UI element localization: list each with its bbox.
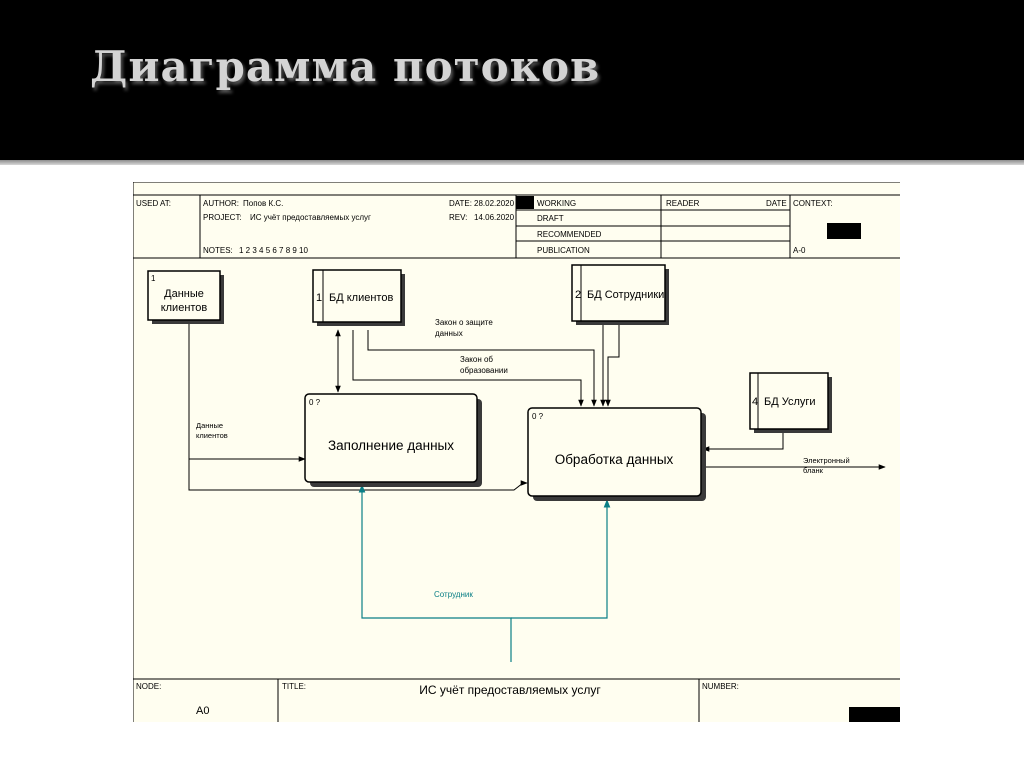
project-label: PROJECT: — [203, 213, 242, 222]
flow-label-law-education-line1: Закон об — [460, 355, 493, 364]
footer-title-value: ИС учёт предоставляемых услуг — [419, 683, 601, 697]
external-entity-id: 1 — [151, 274, 156, 283]
external-entity-client-data[interactable]: 1 Данные клиентов — [147, 270, 224, 324]
status-draft: DRAFT — [537, 214, 564, 223]
data-flow-diagram: USED AT: AUTHOR: Попов К.С. PROJECT: ИС … — [133, 182, 900, 722]
process-label: Заполнение данных — [328, 438, 454, 453]
used-at-label: USED AT: — [136, 199, 171, 208]
rev-value: 14.06.2020 — [474, 213, 515, 222]
data-store-services[interactable]: 4 БД Услуги — [749, 372, 832, 433]
slide-header — [0, 0, 1024, 160]
footer-block: NODE: A0 TITLE: ИС учёт предоставляемых … — [133, 678, 900, 722]
notes-value: 1 2 3 4 5 6 7 8 9 10 — [239, 246, 308, 255]
data-store-employees[interactable]: 2 БД Сотрудники — [571, 264, 669, 325]
data-store-clients[interactable]: 1 БД клиентов — [312, 269, 405, 326]
flow-label-client-data-line1: Данные — [196, 421, 223, 430]
number-label: NUMBER: — [702, 682, 739, 691]
process-id: 0 ? — [532, 412, 544, 421]
data-store-label: БД клиентов — [329, 292, 393, 304]
status-working: WORKING — [537, 199, 576, 208]
status-publication: PUBLICATION — [537, 246, 590, 255]
author-label: AUTHOR: — [203, 199, 239, 208]
flow-label-output-line2: бланк — [803, 466, 824, 475]
process-data-processing[interactable]: 0 ? Обработка данных — [527, 407, 706, 501]
footer-title-label: TITLE: — [282, 682, 306, 691]
date-value: 28.02.2020 — [474, 199, 515, 208]
flow-label-law-protection-line1: Закон о защите — [435, 318, 493, 327]
flow-label-law-protection-line2: данных — [435, 329, 463, 338]
project-value: ИС учёт предоставляемых услуг — [250, 213, 371, 222]
reader-label: READER — [666, 199, 700, 208]
reader-date-label: DATE — [766, 199, 787, 208]
node-value: A0 — [196, 705, 209, 717]
context-label: CONTEXT: — [793, 199, 833, 208]
flow-label-output-line1: Электронный — [803, 456, 850, 465]
data-store-label: БД Услуги — [764, 396, 816, 408]
data-store-id: 2 — [575, 289, 581, 301]
process-data-entry[interactable]: 0 ? Заполнение данных — [304, 393, 482, 487]
external-entity-label-line1: Данные — [164, 288, 204, 300]
context-node: A-0 — [793, 246, 806, 255]
flow-label-law-education-line2: образовании — [460, 366, 508, 375]
data-store-label: БД Сотрудники — [587, 289, 664, 301]
data-store-id: 1 — [316, 292, 322, 304]
author-value: Попов К.С. — [243, 199, 283, 208]
flow-labels: Закон о защите данных Закон об образован… — [196, 318, 850, 599]
idef-diagram-frame: USED AT: AUTHOR: Попов К.С. PROJECT: ИС … — [133, 182, 900, 722]
header-divider — [0, 160, 1024, 165]
rev-label: REV: — [449, 213, 467, 222]
flow-label-employee: Сотрудник — [434, 590, 473, 599]
status-recommended: RECOMMENDED — [537, 230, 602, 239]
node-label: NODE: — [136, 682, 161, 691]
external-entity-label-line2: клиентов — [161, 302, 208, 314]
flow-label-client-data-line2: клиентов — [196, 431, 228, 440]
date-label: DATE: — [449, 199, 472, 208]
flow-lines — [188, 322, 886, 662]
header-block: USED AT: AUTHOR: Попов К.С. PROJECT: ИС … — [133, 182, 900, 722]
process-label: Обработка данных — [555, 452, 674, 467]
slide-title: Диаграмма потоков — [90, 42, 601, 91]
process-id: 0 ? — [309, 398, 321, 407]
notes-label: NOTES: — [203, 246, 233, 255]
data-store-id: 4 — [752, 396, 758, 408]
